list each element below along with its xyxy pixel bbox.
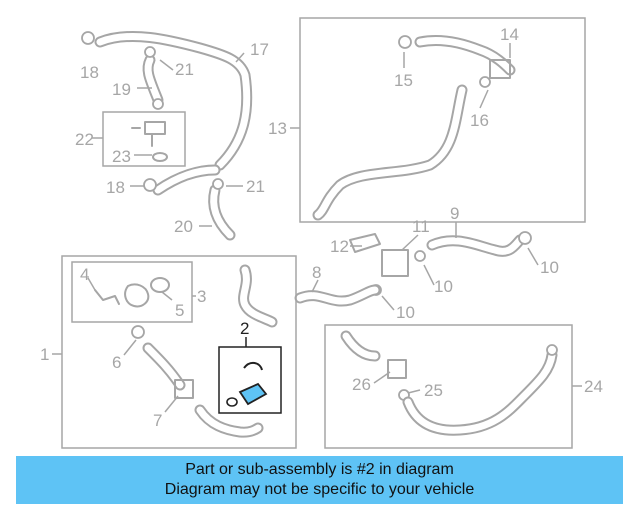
callout-25: 25 xyxy=(424,381,443,400)
middle-right-hoses xyxy=(294,231,532,307)
info-banner: Part or sub-assembly is #2 in diagram Di… xyxy=(16,456,623,504)
callout-7: 7 xyxy=(153,411,162,430)
callout-23: 23 xyxy=(112,147,131,166)
upper-hose-assembly xyxy=(81,30,253,241)
callout-10-a: 10 xyxy=(540,258,559,277)
parts-diagram: 17 21 18 19 22 23 18 21 20 13 14 15 16 1… xyxy=(40,17,603,449)
callout-labels: 17 21 18 19 22 23 18 21 20 13 14 15 16 1… xyxy=(40,25,603,430)
banner-line-2: Diagram may not be specific to your vehi… xyxy=(164,481,475,498)
callout-21-b: 21 xyxy=(246,177,265,196)
callout-18-b: 18 xyxy=(106,178,125,197)
callout-17: 17 xyxy=(250,40,269,59)
callout-13: 13 xyxy=(268,119,287,138)
callout-14: 14 xyxy=(500,25,519,44)
leader-lines xyxy=(52,43,582,413)
callout-box-2 xyxy=(218,346,282,414)
callout-6: 6 xyxy=(112,353,121,372)
callout-8: 8 xyxy=(312,263,321,282)
callout-24: 24 xyxy=(584,377,603,396)
callout-2: 2 xyxy=(240,319,249,338)
callout-box-22 xyxy=(102,111,186,167)
callout-5: 5 xyxy=(175,301,184,320)
callout-1: 1 xyxy=(40,345,49,364)
section-24 xyxy=(324,324,573,449)
highlighted-part-2 xyxy=(238,382,268,406)
callout-22: 22 xyxy=(75,130,94,149)
callout-20: 20 xyxy=(174,217,193,236)
callout-21: 21 xyxy=(175,60,194,79)
callout-16: 16 xyxy=(470,111,489,130)
callout-9: 9 xyxy=(450,204,459,223)
callout-19: 19 xyxy=(112,80,131,99)
callout-15: 15 xyxy=(394,71,413,90)
callout-4: 4 xyxy=(80,265,89,284)
callout-11: 11 xyxy=(412,217,430,236)
callout-10-c: 10 xyxy=(396,303,415,322)
callout-26: 26 xyxy=(352,375,371,394)
callout-12: 12 xyxy=(330,237,349,256)
section-13 xyxy=(299,17,586,223)
section-1 xyxy=(61,255,297,449)
callout-18: 18 xyxy=(80,63,99,82)
callout-box-3 xyxy=(71,261,193,323)
callout-10-b: 10 xyxy=(434,277,453,296)
callout-3: 3 xyxy=(197,287,206,306)
banner-line-1: Part or sub-assembly is #2 in diagram xyxy=(185,461,454,478)
